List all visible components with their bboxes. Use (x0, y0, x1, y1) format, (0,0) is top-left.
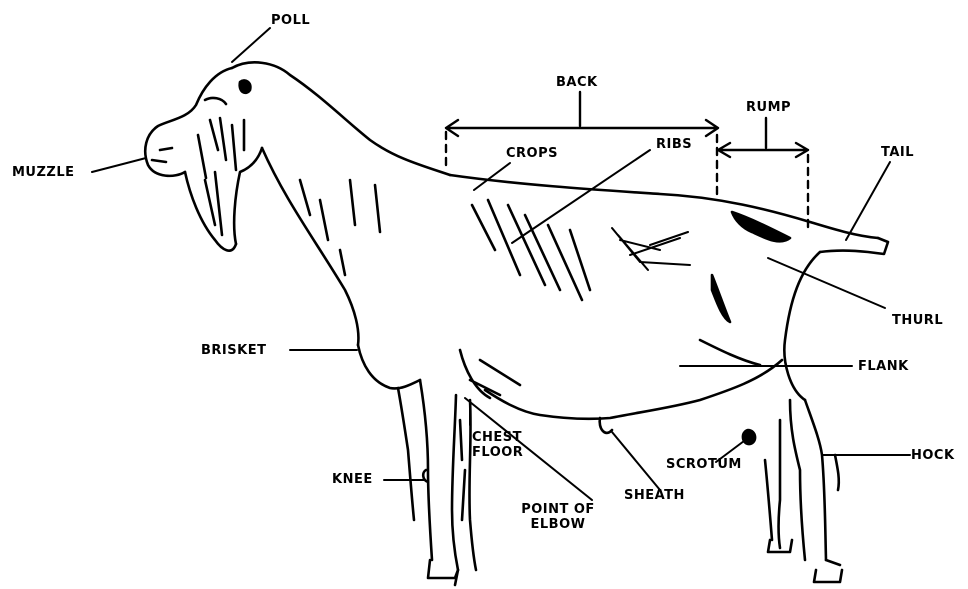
label-poll: POLL (271, 13, 310, 28)
goat-head (145, 62, 450, 250)
label-knee: KNEE (332, 472, 373, 487)
label-scrotum: SCROTUM (666, 457, 742, 472)
label-brisket: BRISKET (201, 343, 266, 358)
label-crops: CROPS (506, 146, 558, 161)
label-chest-floor: CHEST FLOOR (472, 430, 542, 460)
label-muzzle: MUZZLE (12, 165, 75, 180)
goat-body (460, 252, 820, 433)
goat-front-legs (398, 380, 476, 585)
goat-rib-marks (472, 200, 730, 322)
label-back: BACK (556, 75, 598, 90)
label-tail: TAIL (881, 145, 914, 160)
label-ribs: RIBS (656, 137, 692, 152)
label-thurl: THURL (892, 313, 943, 328)
label-rump: RUMP (746, 100, 791, 115)
goat-rear-legs (743, 400, 842, 582)
label-point-of-elbow: POINT OF ELBOW (506, 502, 610, 532)
label-flank: FLANK (858, 359, 909, 374)
goat-neck-brisket (262, 148, 420, 388)
label-hock: HOCK (911, 448, 955, 463)
label-sheath: SHEATH (624, 488, 685, 503)
